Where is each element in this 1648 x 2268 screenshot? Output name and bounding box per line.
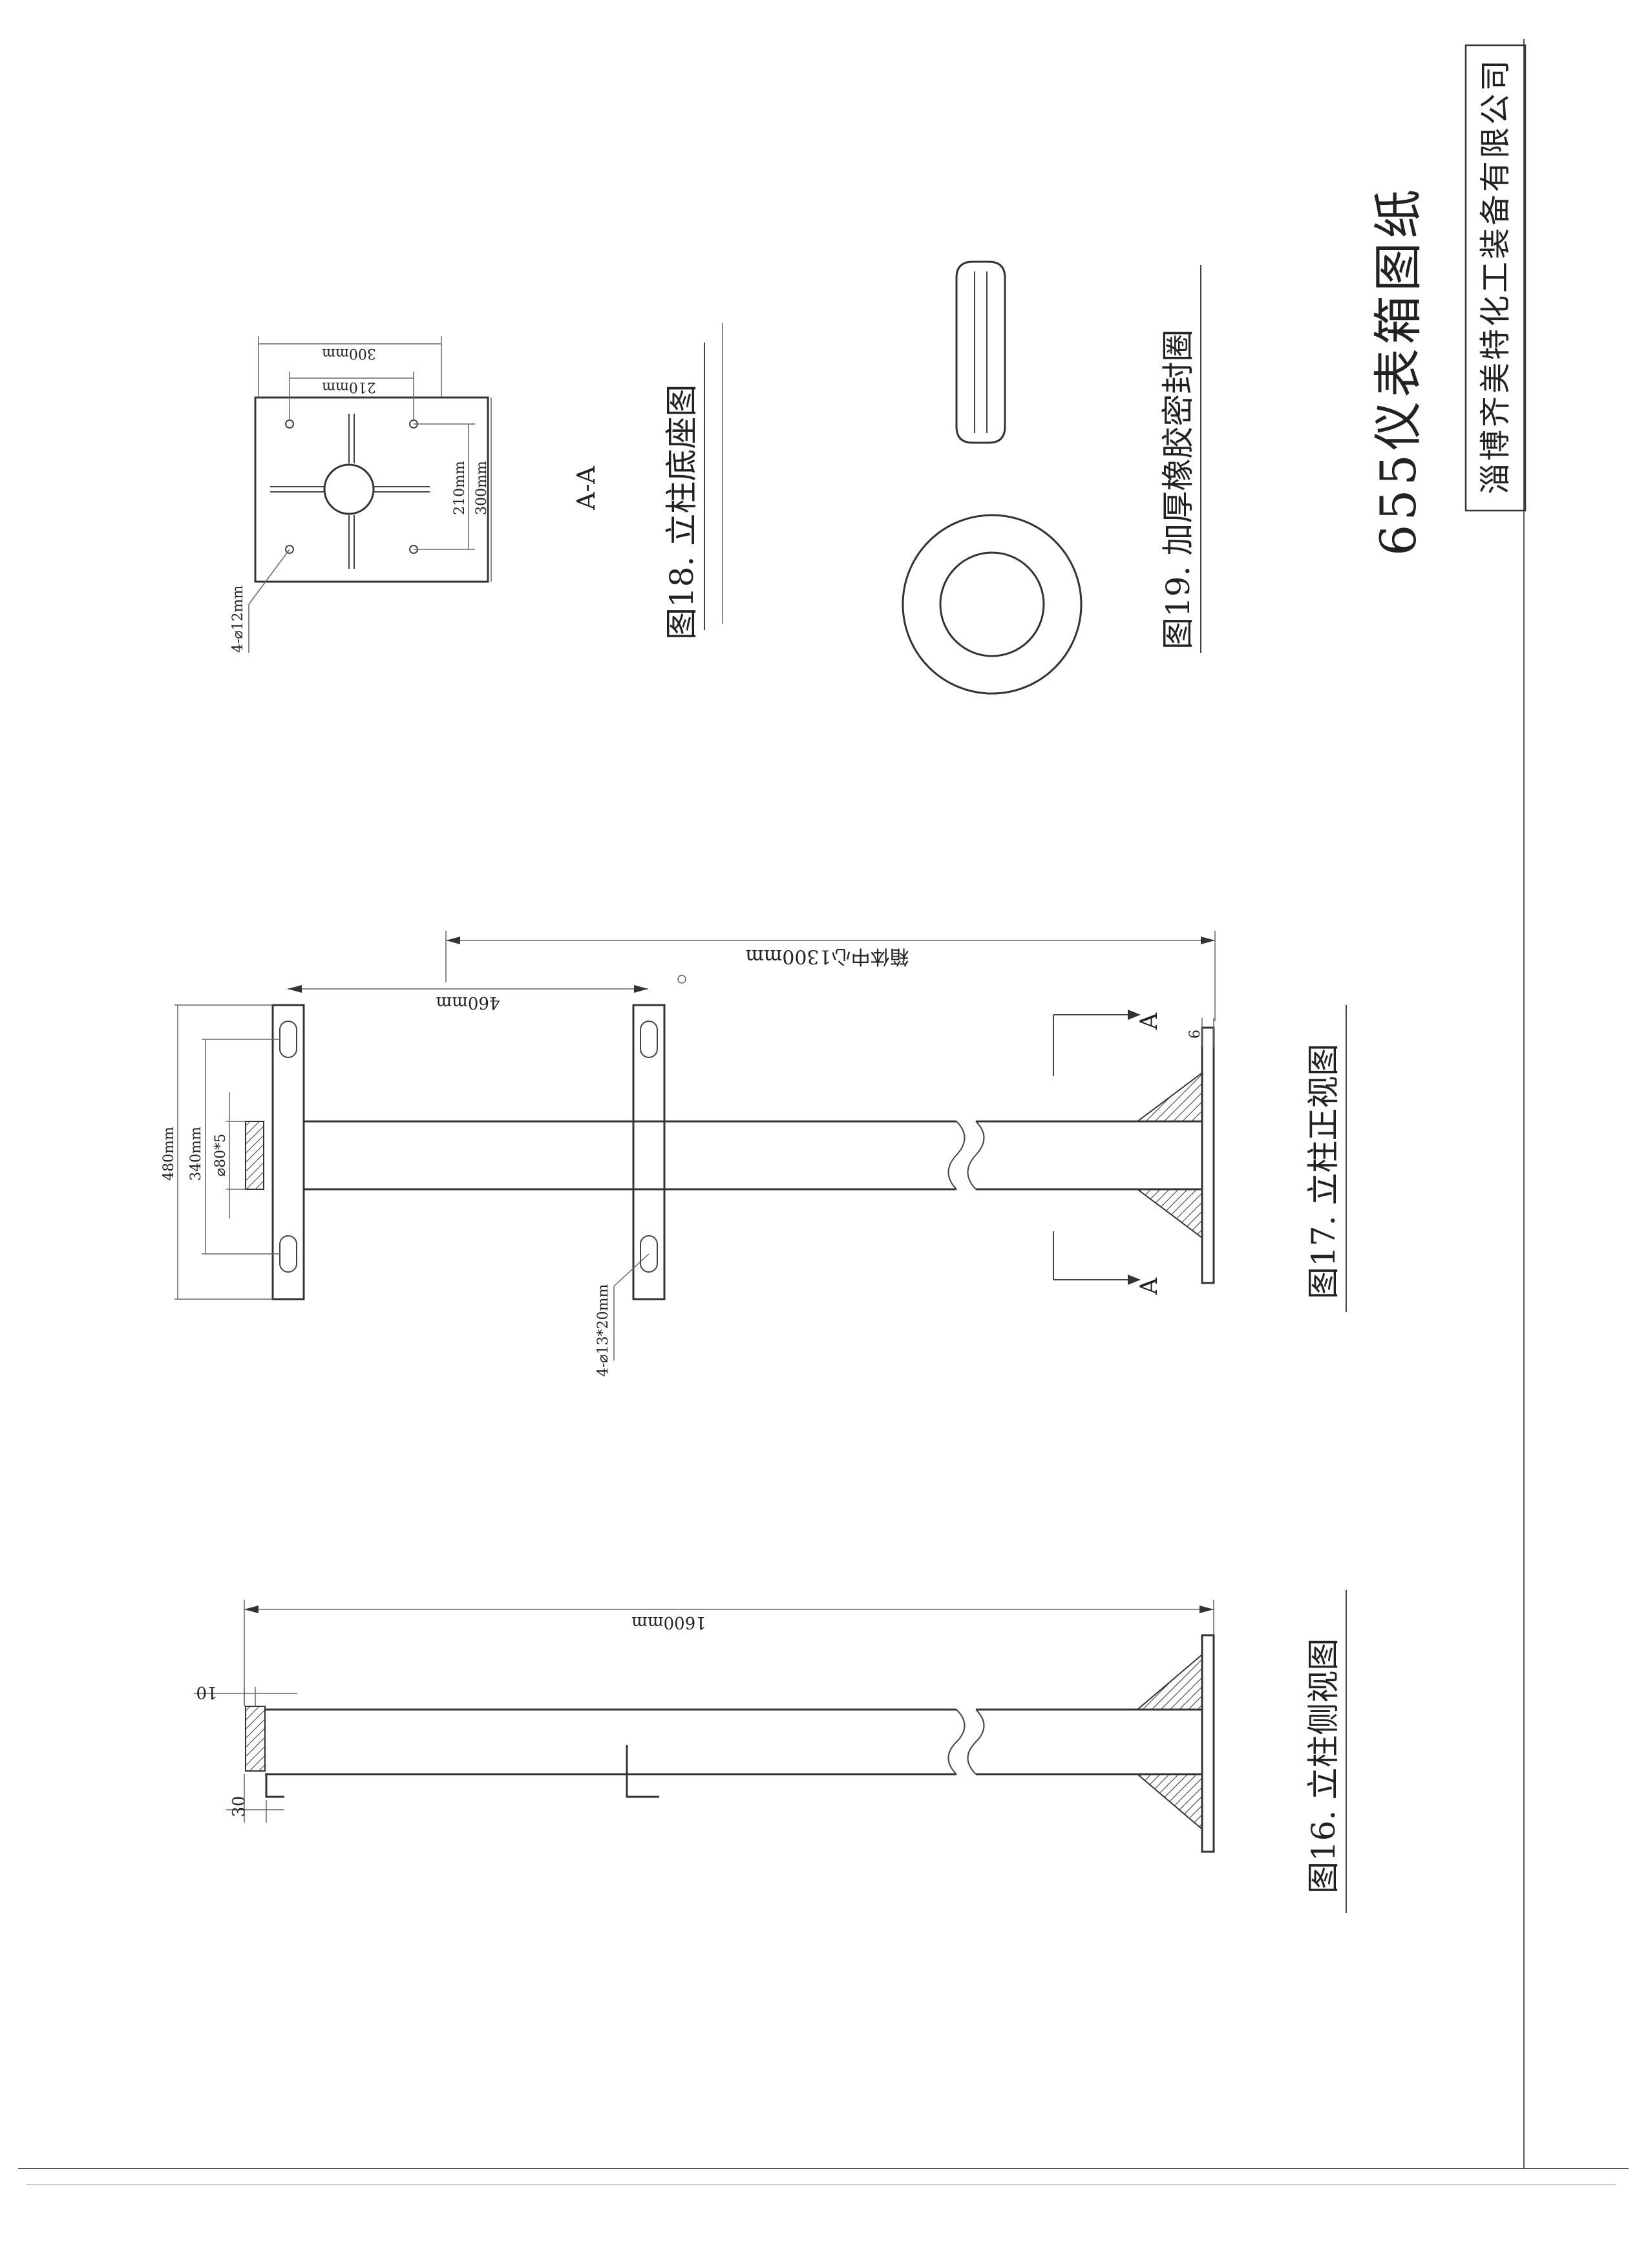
base-plate bbox=[1201, 1634, 1215, 1853]
base-plate bbox=[1201, 1026, 1215, 1284]
dim-bottom-30: 30 bbox=[229, 1796, 249, 1817]
section-a-top: A bbox=[1136, 1012, 1163, 1030]
bolt-hole bbox=[285, 545, 294, 554]
slot bbox=[279, 1235, 297, 1273]
sheet-border bbox=[18, 39, 1629, 2185]
top-cap bbox=[245, 1121, 264, 1190]
mid-bracket bbox=[632, 1004, 666, 1300]
dim-top-10: 10 bbox=[196, 1682, 217, 1702]
top-bracket bbox=[271, 1004, 305, 1300]
dim-bracket-460: 460mm bbox=[436, 993, 500, 1012]
seal-profile bbox=[955, 260, 1006, 444]
dim-210-v: 210mm bbox=[452, 461, 468, 515]
dim-length-1600: 1600mm bbox=[631, 1613, 706, 1632]
slot bbox=[279, 1021, 297, 1058]
company-box bbox=[1464, 44, 1527, 512]
fig18-caption: 图18. 立柱底座图 bbox=[663, 385, 701, 640]
seal-outer-ring bbox=[902, 514, 1083, 695]
section-label-aa: A-A bbox=[572, 466, 600, 511]
fig19-rubber-seal: 图19. 加厚橡胶密封圈 bbox=[902, 260, 1201, 695]
fig16-side-view: 1600mm 10 30 图16. 立柱侧视图 bbox=[194, 1590, 1347, 1913]
base-gusset bbox=[1136, 1189, 1203, 1239]
dim-340: 340mm bbox=[188, 1127, 204, 1181]
fig16-caption: 图16. 立柱侧视图 bbox=[1305, 1638, 1342, 1894]
fig19-caption: 图19. 加厚橡胶密封圈 bbox=[1159, 330, 1197, 650]
base-gusset bbox=[1136, 1774, 1203, 1831]
dim-300-v: 300mm bbox=[474, 461, 490, 515]
dim-holes-12: 4-⌀12mm bbox=[230, 585, 246, 653]
dim-holes-13x20: 4-⌀13*20mm bbox=[595, 1284, 611, 1377]
seal-inner-ring bbox=[939, 551, 1045, 657]
break-line bbox=[947, 1709, 966, 1775]
dim-6: 6 bbox=[1187, 1030, 1203, 1039]
base-gusset bbox=[1136, 1653, 1203, 1710]
base-gusset bbox=[1136, 1072, 1203, 1122]
mid-bracket bbox=[626, 1745, 659, 1798]
title-block: 淄博齐美特化工装备有限公司 655仪表箱图纸 bbox=[1369, 44, 1527, 556]
dim-300-h: 300mm bbox=[322, 345, 376, 361]
dim-210-h: 210mm bbox=[322, 379, 376, 395]
bolt-hole bbox=[285, 419, 294, 429]
company-name: 淄博齐美特化工装备有限公司 bbox=[1477, 58, 1514, 494]
fig18-base-plate: 300mm 210mm 210mm 300mm 4-⌀12mm A-A 图18.… bbox=[230, 323, 723, 653]
top-cap bbox=[245, 1706, 266, 1772]
break-line bbox=[947, 1121, 966, 1190]
top-bracket bbox=[265, 1774, 284, 1798]
section-a-bottom: A bbox=[1136, 1277, 1163, 1295]
fig17-caption: 图17. 立柱正视图 bbox=[1305, 1044, 1342, 1299]
dim-pipe: ⌀80*5 bbox=[213, 1134, 229, 1176]
drawing-title: 655仪表箱图纸 bbox=[1369, 185, 1427, 556]
dim-center-1300: 箱体中心1300mm bbox=[745, 945, 909, 968]
fig17-front-view: A A 6 箱体中心1300mm 460mm 480mm 340mm ⌀80*5 bbox=[161, 931, 1347, 1377]
dim-480: 480mm bbox=[161, 1127, 177, 1181]
center-tube bbox=[323, 463, 375, 515]
base-plate-outline bbox=[254, 396, 489, 583]
